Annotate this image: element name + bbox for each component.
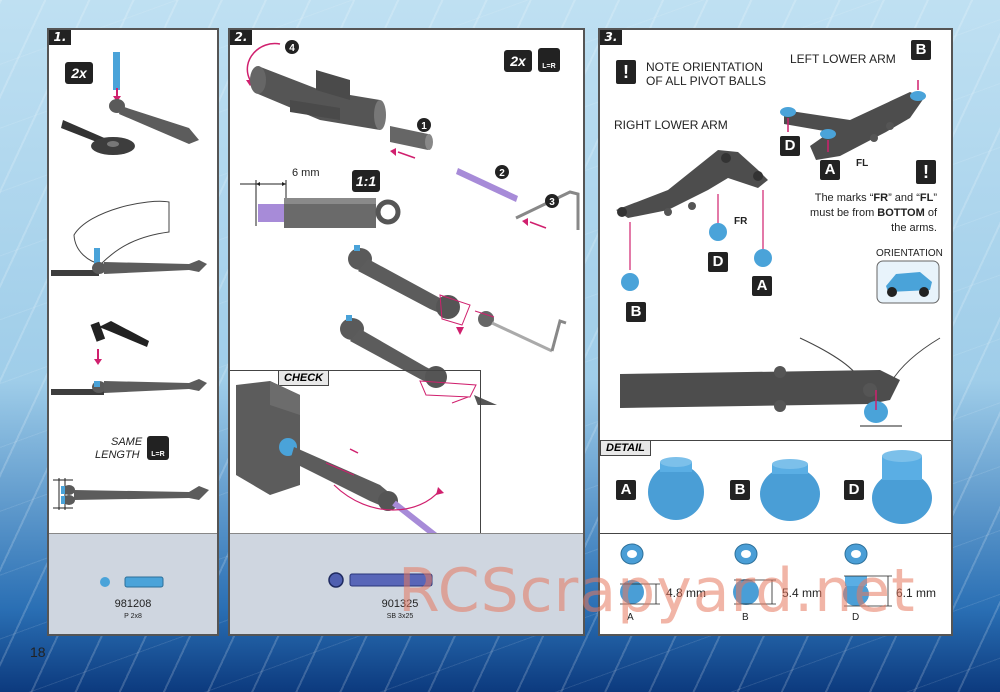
right-lower-arm-label: RIGHT LOWER ARM [614,118,728,132]
marks-note-line1: The marks “FR” and “FL” [815,192,937,204]
marks-text-2: ” and “ [888,192,920,204]
marks-note-line3: the arms. [891,222,937,234]
marks-text-3: ” [933,192,937,204]
step2-parts-area: 901325 SB 3x25 [230,533,583,634]
fr-mark: FR [734,216,748,227]
finger-press-illustration [51,200,207,276]
orientation-label: ORIENTATION [876,248,943,259]
drive-cup-assembly-illustration: 4 1 2 3 [246,40,580,230]
marks-fr: FR [873,192,889,204]
step1-part-number: 981208 [114,598,152,610]
step-number-4: 4 [289,43,295,54]
ball-stud-wrench-illustration [61,52,199,155]
multiplier-icon: 2x [504,50,532,72]
step-number-1: 1 [421,121,427,132]
multiplier-icon: 2x [65,62,93,84]
detail-section [600,440,951,535]
check-label: CHECK [278,370,330,386]
ball-a-tag: A [820,160,840,180]
marks-bottom: BOTTOM [877,207,925,219]
step1-badge: 1. [49,30,71,45]
length-compare-illustration [53,478,209,510]
marks-line2a: must be from [810,207,878,219]
press-ball-illustration [620,337,941,427]
marks-text-1: The marks “ [814,192,874,204]
step1-part-desc: P 2x8 [124,613,142,620]
warning-icon: ! [916,160,936,184]
pin-measure-illustration [240,180,401,228]
dim-b-letter: B [742,612,749,623]
ball-d-tag-right: D [708,252,728,272]
ball-b-tag: B [911,40,931,60]
marks-line2b: of [924,207,937,219]
marks-note-line2: must be from BOTTOM of [810,207,937,219]
step-number-3: 3 [549,197,555,208]
ball-b-tag-right: B [626,302,646,322]
page-number: 18 [30,644,46,660]
step3-dimensions-area: 4.8 mm 5.4 mm 6.1 mm A B D [600,533,951,634]
step3-panel: 3. ! NOTE ORIENTATION OF ALL PIVOT BALLS… [598,28,953,636]
warning-icon: ! [616,60,636,84]
dim-a-label: 4.8 mm [666,586,707,600]
detail-balls-illustration [648,450,932,524]
right-lower-arm-illustration [616,150,772,291]
same-length-line2: LENGTH [95,449,140,461]
orientation-car-icon [876,260,940,304]
lr-equal-icon: L=R [538,48,560,72]
step2-panel: 2. 2x L=R 4 1 2 3 6 mm 1:1 [228,28,585,636]
marks-fl: FL [919,192,934,204]
ball-d-tag: D [780,136,800,156]
check-illustration [236,381,452,545]
left-lower-arm-illustration [780,80,926,160]
scale-icon: 1:1 [352,170,380,192]
measure-label: 6 mm [292,167,320,179]
step2-part-desc: SB 3x25 [386,613,414,620]
ball-dimensions-illustration [620,543,892,607]
step2-badge: 2. [230,30,252,45]
note-line1: NOTE ORIENTATION [646,60,763,74]
dim-b-label: 5.4 mm [782,586,823,600]
detail-ball-b-tag: B [730,480,750,500]
hammer-illustration [51,321,207,395]
dogbone-assembly-illustration [340,245,567,405]
step1-panel: 1. 2x SAME LENGTH L=R [47,28,219,636]
detail-ball-a-tag: A [616,480,636,500]
step3-badge: 3. [600,30,622,45]
dim-d-label: 6.1 mm [896,586,937,600]
step1-parts-area: 981208 P 2x8 [49,533,217,634]
dim-d-letter: D [852,612,860,623]
fl-mark: FL [856,158,869,169]
same-length-line1: SAME [111,436,143,448]
detail-label: DETAIL [600,440,651,456]
screw-pin-part-icon [328,572,433,588]
detail-ball-d-tag: D [844,480,864,500]
pin-part-icon [124,576,164,588]
left-lower-arm-label: LEFT LOWER ARM [790,52,896,66]
check-inset [230,370,481,541]
lr-label: L=R [542,63,556,70]
step2-part-number: 901325 [381,598,419,610]
watermark-text: RCScrapyard.net [398,556,916,626]
lr-equal-icon: L=R [147,436,169,460]
lr-label: L=R [151,451,165,458]
ball-part-icon [100,577,110,587]
step-number-2: 2 [499,168,505,179]
note-line2: OF ALL PIVOT BALLS [646,74,767,88]
ball-a-tag-right: A [752,276,772,296]
dim-a-letter: A [627,612,634,623]
